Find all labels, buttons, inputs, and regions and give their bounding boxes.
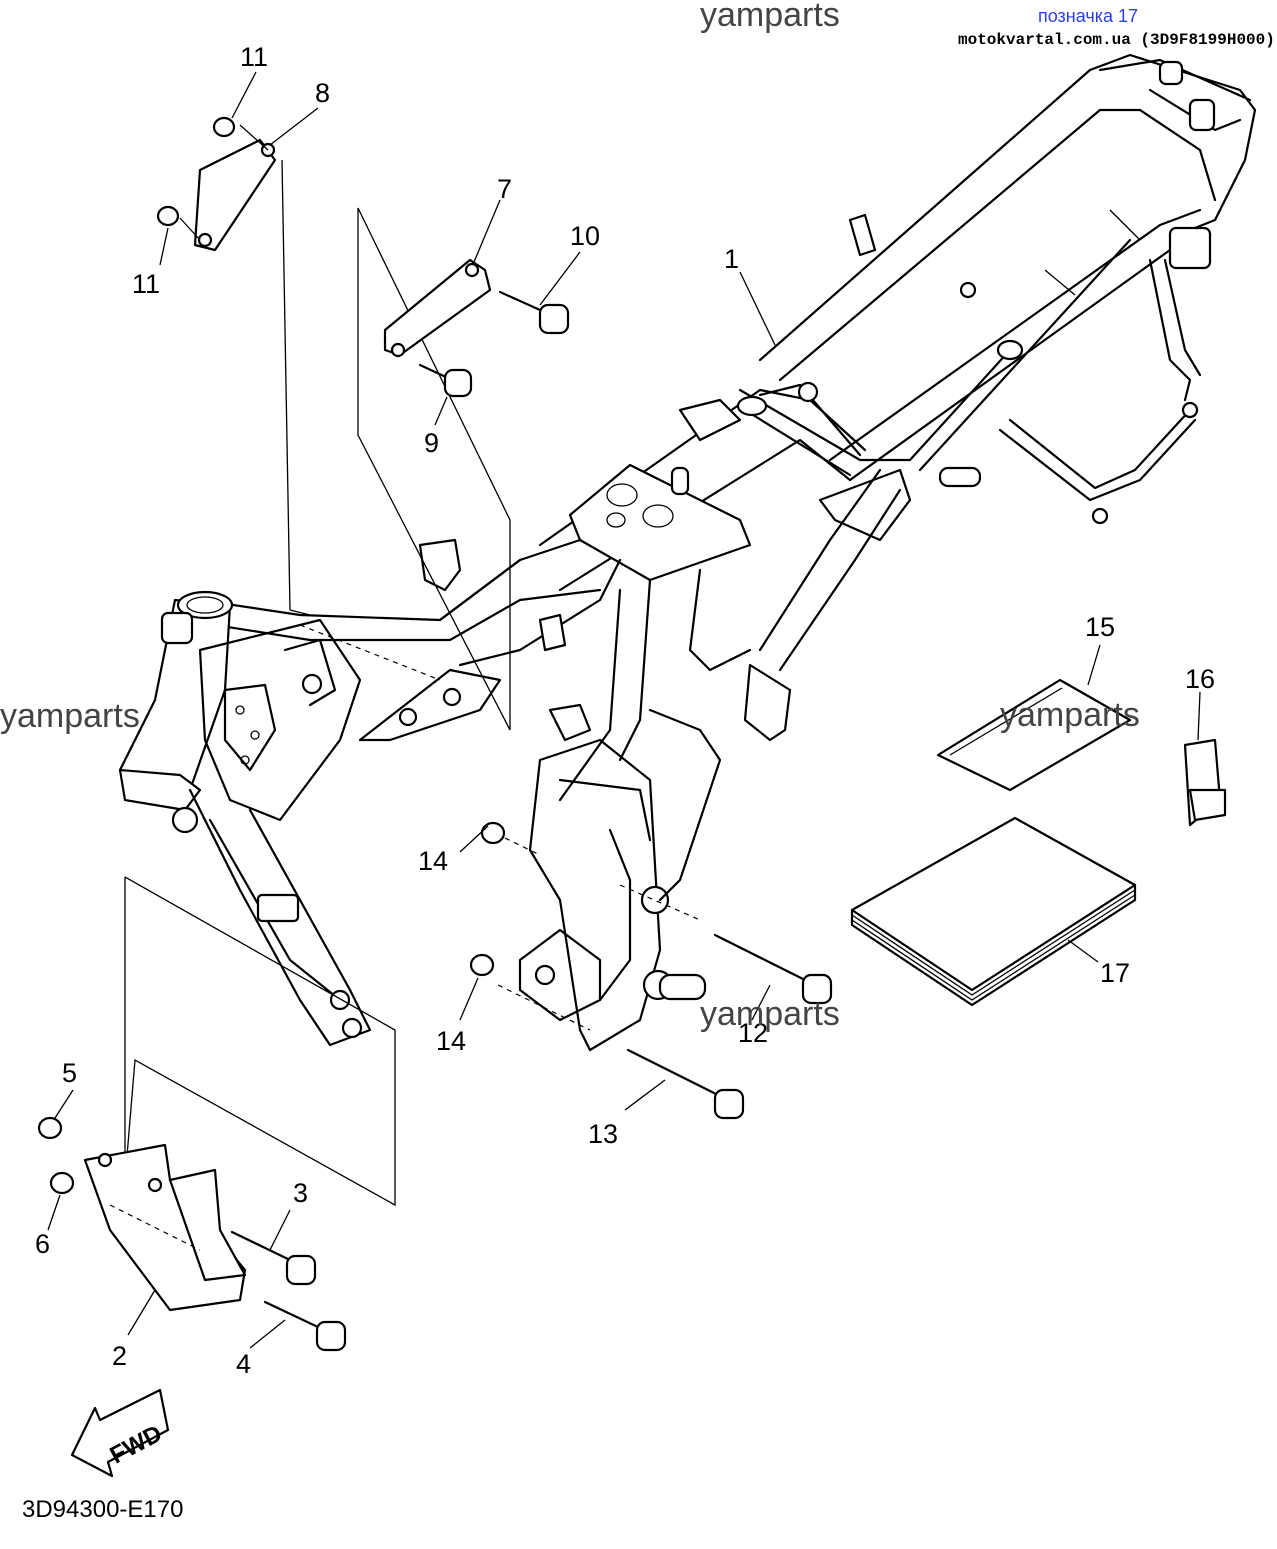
forward-direction-arrow: FWD bbox=[70, 1388, 170, 1478]
callout-9: 9 bbox=[424, 428, 439, 458]
callout-5: 5 bbox=[62, 1058, 77, 1088]
callout-15: 15 bbox=[1085, 612, 1115, 642]
watermark-left: yamparts bbox=[0, 697, 140, 735]
callout-6: 6 bbox=[35, 1229, 50, 1259]
callout-12: 12 bbox=[738, 1018, 768, 1048]
leader-lines bbox=[47, 71, 1201, 1349]
callout-4: 4 bbox=[236, 1349, 251, 1379]
callout-8: 8 bbox=[315, 78, 330, 108]
callout-numbers: 1 2 3 4 5 6 7 8 9 10 11 11 12 13 14 14 1… bbox=[35, 42, 1215, 1379]
bracket-8-group bbox=[156, 116, 311, 616]
watermark-center: yamparts bbox=[700, 995, 840, 1033]
callout-13: 13 bbox=[588, 1119, 618, 1149]
link-label[interactable]: позначка 17 bbox=[1038, 6, 1138, 26]
site-reference: motokvartal.com.ua (3D9F8199H000) bbox=[958, 31, 1275, 49]
callout-11-left: 11 bbox=[132, 269, 160, 299]
watermark-top: yamparts bbox=[700, 0, 840, 34]
manual-part-17 bbox=[850, 816, 1137, 1007]
diagram-code: 3D94300-E170 bbox=[22, 1496, 183, 1523]
plate-part-15 bbox=[936, 678, 1132, 792]
callout-17: 17 bbox=[1100, 958, 1130, 988]
callout-7: 7 bbox=[497, 174, 512, 204]
bracket-7-group bbox=[299, 207, 570, 731]
watermark-right: yamparts bbox=[1000, 696, 1140, 734]
engine-bracket-group bbox=[37, 876, 396, 1352]
callout-14-lower: 14 bbox=[436, 1026, 466, 1056]
callout-16: 16 bbox=[1185, 664, 1215, 694]
callout-10: 10 bbox=[570, 221, 600, 251]
callout-14-upper: 14 bbox=[418, 846, 448, 876]
pivot-bolts-group bbox=[469, 821, 833, 1120]
callout-1: 1 bbox=[724, 244, 739, 274]
callout-2: 2 bbox=[112, 1341, 127, 1371]
callout-3: 3 bbox=[293, 1178, 308, 1208]
callout-11-top: 11 bbox=[240, 42, 268, 72]
main-frame-part-1 bbox=[118, 53, 1257, 1052]
clip-part-16 bbox=[1183, 738, 1227, 827]
